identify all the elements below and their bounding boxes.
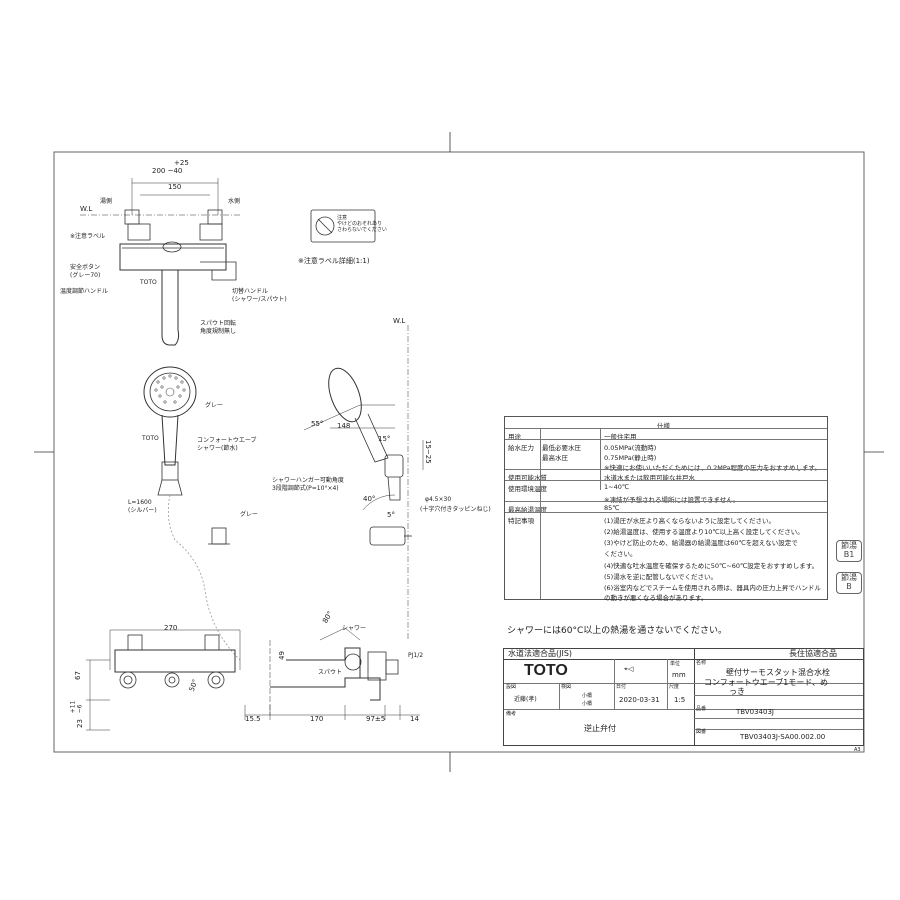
spec-cell-v: 1~40℃ [604,483,630,491]
toto-logo: TOTO [524,662,568,679]
dim-23: 23 [75,719,84,728]
angle-15: 15° [378,435,391,443]
date-label: 日付 [616,684,627,690]
toto-head-label: TOTO [142,435,159,442]
dim-170: 170 [310,715,324,723]
angle-5: 5° [387,511,395,519]
name-label: 名称 [696,660,707,666]
scale-label: 尺度 [669,684,680,690]
spec-cell-v: 水道水または飲用可能な井戸水 [604,474,695,482]
hanger-angle-label: シャワーハンガー可動角度 3段階調節式(P=10°×4) [272,477,344,492]
spec-header: 仕様 [657,422,670,430]
hot-water-notice: シャワーには60°C以上の熱湯を通さないでください。 [507,626,727,636]
spec-cell-k: 給水圧力 [508,444,534,452]
hinban-value: TBV03403J [736,708,774,716]
pj-label: PJ1/2 [408,652,424,659]
dim-15-25: 15~25 [424,440,432,464]
spout-rotation-label: スパウト回転 角度規制無し [200,320,237,335]
spout-dim-label: スパウト [318,669,343,676]
design-value: 近藤(孝) [514,696,537,703]
toto-body-label: TOTO [140,279,157,286]
screw-label: (十字穴付きタッピンねじ) [420,506,491,513]
shower-dim-label: シャワー [342,625,367,632]
caution-sticker-text: 注意 やけどのおそれあり さわらないでください [337,215,387,233]
hose-label: L=1600 (シルバー) [128,499,157,514]
dim-270: 270 [164,624,178,632]
date-value: 2020-03-31 [619,696,660,704]
dim-148: 148 [337,422,351,430]
wl-left-label: W.L [80,205,93,213]
spec-cell-k: 使用可能水質 [508,474,547,482]
spec-cell-v: (4)快適な吐水温度を確保するために50℃~60℃設定をおすすめします。 [604,562,819,570]
spec-cell-v: 0.75MPa(静止時) [604,454,657,462]
spec-cell-k: 最高給湯温度 [508,506,547,514]
setsuyu-b-stamp: 節湯 B [836,572,862,594]
product-name-3: っき [729,687,745,696]
spec-cell-k2: 最高水圧 [542,454,568,462]
check-value-1: 小橋 [582,693,593,699]
sheet-size: A3 [854,747,861,753]
zuban-label: 図番 [696,729,707,735]
check-label: 検図 [561,684,572,690]
product-name-1: 壁付サーモスタット混合水栓 [726,668,830,677]
projection-icon: ⌖◁ [624,665,634,673]
jis-label: 水道法適合品(JIS) [508,649,573,658]
unit-label: 単位 [670,661,681,667]
choju-label: 長住協適合品 [789,649,837,658]
safety-button-label: 安全ボタン (グレー70) [70,264,101,279]
zuban-value: TBV03403J-SA00.002.00 [740,733,826,741]
cold-side-label: 水側 [228,198,241,205]
switch-handle-label: 切替ハンドル (シャワー/スパウト) [232,288,287,303]
scale-value: 1:5 [674,696,686,704]
design-label: 設図 [506,684,517,690]
dim-14: 14 [410,715,419,723]
hot-side-label: 湯側 [100,198,113,205]
spec-cell-v: (2)給湯温度は、使用する温度より10℃以上高く設定してください。 [604,528,804,536]
spec-cell-k: 用途 [508,433,521,441]
spec-cell-v: の動きが悪くなる場合があります。 [604,594,708,602]
spec-cell-v: 一般住宅用 [604,433,637,441]
spec-table: 仕様 用途 一般住宅用給水圧力最低必要水圧 0.05MPa(流動時) 最高水圧 0.75… [504,416,828,602]
shower-head-label: コンフォートウエーブ シャワー(節水) [197,437,257,452]
spec-cell-k: 使用環境温度 [508,485,547,493]
gray-label-2: グレー [240,511,259,518]
spec-cell-v: (3)やけど防止のため、給湯器の給湯温度は60℃を超えない設定で [604,539,798,547]
angle-55: 55° [311,420,324,428]
dim-tolerance: +11 −6 [69,700,84,714]
setsuyu-b1-stamp: 節湯 B1 [836,540,862,562]
spec-cell-v: 0.05MPa(流動時) [604,444,657,452]
spec-cell-v: (1)湯圧が水圧より高くならないように設定してください。 [604,517,776,525]
angle-40: 40° [363,495,376,503]
dim-67: 67 [73,671,82,680]
spec-cell-v: 85℃ [604,504,620,512]
spec-cell-v: ください。 [604,550,637,558]
unit-value: mm [672,671,686,679]
title-block: 水道法適合品(JIS) 長住協適合品 TOTO ⌖◁ 単位 mm 名称 壁付サー… [503,648,864,746]
check-value-2: 小橋 [582,701,593,707]
gray-label: グレー [205,402,224,409]
remark-label: 備考 [506,711,517,717]
spec-cell-k2: 最低必要水圧 [542,444,581,452]
spec-cell-v: (6)浴室内などでスチームを使用される際は、器具内の圧力上昇でハンドル [604,584,821,592]
spec-cell-k: 特記事項 [508,517,534,525]
dim-spread: 200 ~40 [152,167,183,175]
dim-49: 49 [277,651,286,660]
hinban-label: 品番 [696,706,707,712]
caution-label-note: ※注意ラベル [70,233,106,240]
temp-handle-label: 温度調節ハンドル [60,288,109,295]
spec-cell-v: ※凍結が予想される場所には設置できません。 [604,496,740,504]
dim-150: 150 [168,183,182,191]
wl-right-label: W.L [393,317,406,325]
hole-dim: φ4.5×30 [425,496,452,503]
product-name-2: コンフォートウエーブ1モード、め [704,678,829,687]
dim-plus25: +25 [174,159,189,167]
spec-cell-v: ※快適にお使いいただくためには、0.2MPa程度の圧力をおすすめします。 [604,464,821,472]
spec-cell-v: (5)湯水を逆に配管しないでください。 [604,573,718,581]
dim-97: 97±5 [366,715,386,723]
remark-value: 逆止弁付 [584,724,616,733]
caution-detail-label: ※注意ラベル詳細(1:1) [298,257,370,265]
dim-15-5: 15.5 [245,715,261,723]
